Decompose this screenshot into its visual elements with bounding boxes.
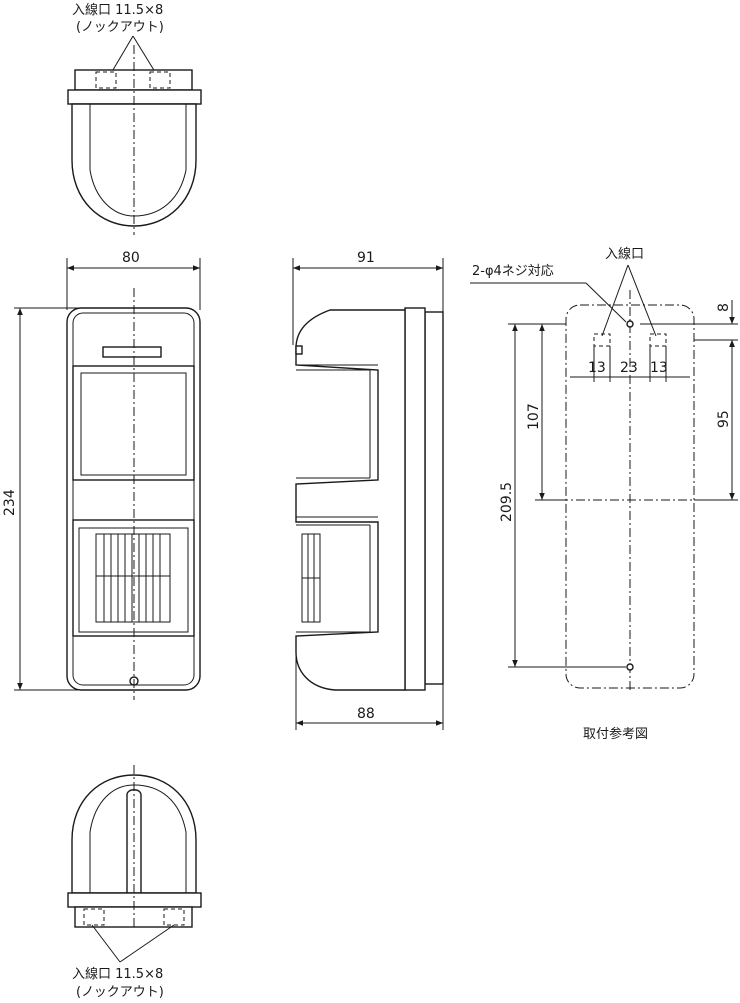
bottom-view: 入線口 11.5×8 (ノックアウト) (67, 765, 202, 1000)
mount-knockout-right (649, 333, 667, 347)
top-view: 入線口 11.5×8 (ノックアウト) (67, 2, 202, 235)
mount-knockout-left (593, 333, 611, 347)
bottom-knockout-label: (ノックアウト) (76, 985, 164, 1000)
mount-95-value: 95 (716, 410, 732, 428)
top-entry-label: 入線口 11.5×8 (72, 2, 163, 18)
mount-entry-label: 入線口 (605, 246, 644, 262)
mount-8-value: 8 (716, 303, 732, 312)
side-view: 91 88 (292, 250, 444, 730)
mount-hole-top (626, 320, 634, 328)
top-dome-inner (89, 104, 135, 217)
mount-107-value: 107 (526, 403, 542, 430)
side-back-plate (404, 307, 426, 691)
hole-spacing-right: 13 (650, 360, 668, 376)
side-depth-top-value: 91 (357, 250, 375, 266)
hole-spacing-center: 23 (620, 360, 638, 376)
front-view: 80 234 (2, 250, 201, 700)
mount-hole-bottom (626, 663, 634, 671)
side-back-plate-outer (424, 311, 444, 685)
bottom-knockout-left (83, 908, 105, 926)
top-knockout-left (95, 71, 117, 89)
mount-caption: 取付参考図 (583, 726, 648, 742)
side-housing (295, 309, 406, 691)
top-knockout-label: (ノックアウト) (76, 20, 164, 35)
bottom-entry-label: 入線口 11.5×8 (72, 966, 163, 982)
top-knockout-right (149, 71, 171, 89)
side-depth-bottom-value: 88 (357, 706, 375, 722)
front-slot (102, 346, 162, 358)
front-width-value: 80 (122, 250, 140, 266)
screw-label: 2-φ4ネジ対応 (472, 264, 554, 279)
mount-total-value: 209.5 (499, 482, 515, 522)
front-height-value: 234 (2, 489, 18, 516)
lower-grille (95, 533, 171, 623)
hole-spacing-left: 13 (588, 360, 606, 376)
mounting-view: 入線口 2-φ4ネジ対応 8 13 23 13 107 (470, 246, 738, 742)
